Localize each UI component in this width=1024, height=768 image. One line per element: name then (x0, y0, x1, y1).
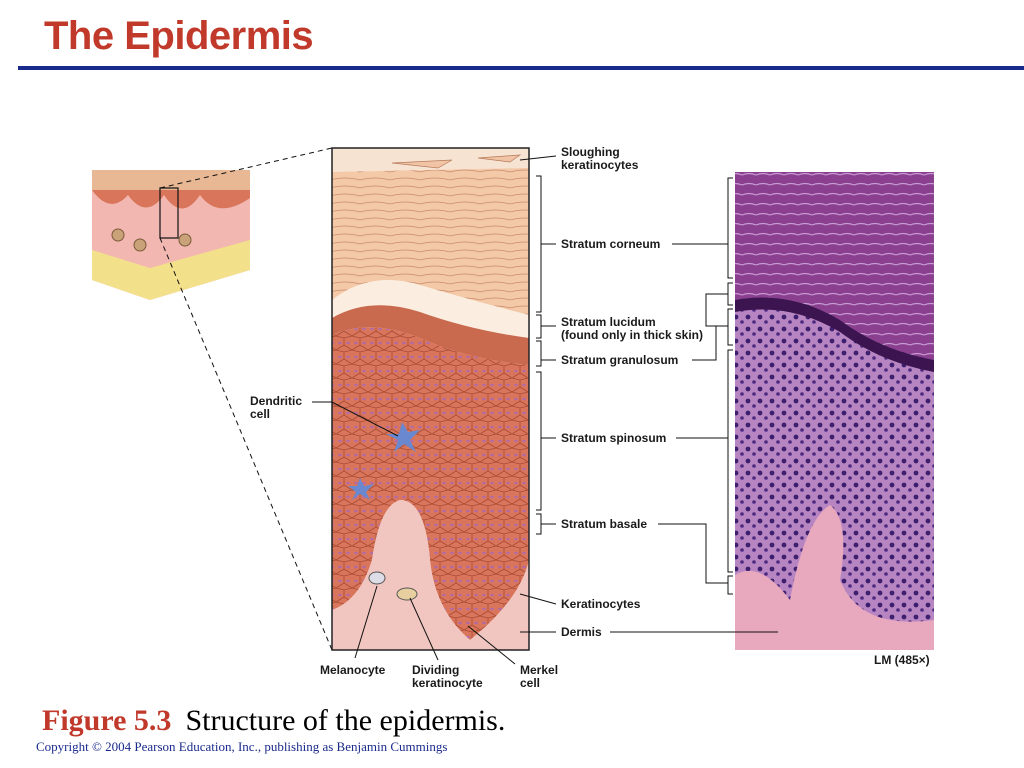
figure-caption: Figure 5.3 Structure of the epidermis. (42, 704, 505, 738)
label-dendritic-cell: Dendritic cell (250, 395, 302, 421)
figure-number: Figure 5.3 (42, 704, 172, 737)
label-sloughing-line1: Sloughing (561, 145, 620, 159)
label-lucidum-line2: (found only in thick skin) (561, 328, 703, 342)
label-stratum-lucidum: Stratum lucidum (found only in thick ski… (561, 316, 703, 342)
layer-brackets (519, 155, 557, 633)
label-stratum-spinosum: Stratum spinosum (561, 431, 667, 445)
label-stratum-corneum: Stratum corneum (561, 237, 661, 251)
micrograph-brackets (610, 177, 778, 633)
skin-block-icon (92, 170, 250, 300)
label-sloughing-line2: keratinocytes (561, 158, 639, 172)
leader-lines (312, 401, 516, 665)
label-melanocyte: Melanocyte (320, 663, 386, 677)
epidermis-illustration (331, 147, 530, 651)
label-stratum-granulosum: Stratum granulosum (561, 353, 679, 367)
label-merkel-cell: Merkel cell (520, 664, 558, 690)
slide-title: The Epidermis (44, 14, 314, 58)
label-sloughing: Sloughing keratinocytes (561, 146, 638, 172)
figure-caption-text: Structure of the epidermis. (185, 704, 506, 737)
label-keratinocytes: Keratinocytes (561, 597, 641, 611)
label-merkel-line2: cell (520, 676, 541, 690)
label-merkel-line1: Merkel (520, 663, 559, 677)
title-rule (18, 66, 1024, 70)
label-magnification: LM (485×) (874, 653, 930, 667)
label-dendritic-line1: Dendritic (250, 394, 303, 408)
label-lucidum-line1: Stratum lucidum (561, 315, 656, 329)
copyright-notice: Copyright © 2004 Pearson Education, Inc.… (36, 739, 448, 754)
label-dividing-keratinocyte: Dividing keratinocyte (412, 664, 483, 690)
label-dendritic-line2: cell (250, 407, 271, 421)
label-dividing-line1: Dividing (412, 663, 460, 677)
micrograph (735, 172, 934, 650)
label-dividing-line2: keratinocyte (412, 676, 483, 690)
label-stratum-basale: Stratum basale (561, 517, 648, 531)
label-dermis: Dermis (561, 625, 602, 639)
